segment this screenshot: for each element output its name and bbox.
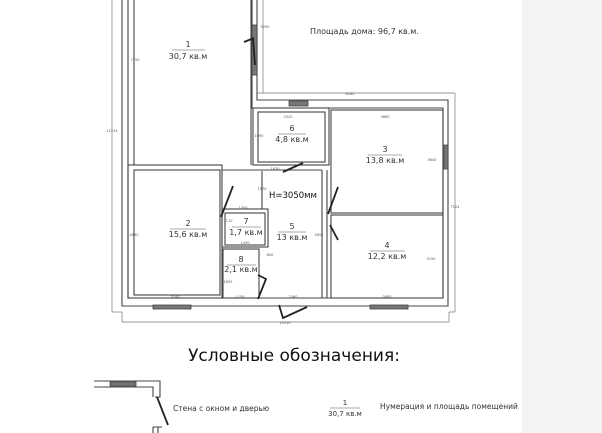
room-number: 7 [243,217,248,226]
door-entrance [278,304,308,320]
dimension-label: 3640 [428,158,437,162]
legend-title: Условные обозначения: [188,346,400,366]
dimension-labels: 12134 7150 5290 6160 2520 3880 1690 3640… [106,25,460,325]
dimension-label: 2360 [289,295,298,299]
room-3-label: 3 13,8 кв.м [366,145,404,165]
room-4-label: 4 12,2 кв.м [368,241,406,261]
dimension-label: 3880 [381,115,390,119]
room-area: 13 кв.м [277,233,308,242]
legend-wall-sample [94,380,169,433]
dimension-label: 1450 [241,241,250,245]
doors [220,37,339,320]
window-room4 [369,304,409,310]
room-area: 12,2 кв.м [368,252,406,261]
door-room2 [220,185,234,218]
dimension-label: 5290 [261,25,270,29]
dimension-label: 3150 [427,257,436,261]
dimension-label: 4650 [315,233,324,237]
dimension-label: 4650 [130,233,139,237]
dimension-label: 600 [267,253,274,257]
legend-numbering-sample: 1 30,7 кв.м [328,399,362,418]
room-number: 5 [289,222,294,231]
dimension-label: 1 [343,399,347,407]
room-number: 8 [238,255,243,264]
window-room6 [288,100,309,107]
dimension-label: 1570 [258,187,267,191]
room-area: 1,7 кв.м [229,228,262,237]
dimension-label: 12134 [106,129,118,133]
legend-wall-label: Стена с окном и дверью [173,404,269,413]
dimension-label: 5240 [171,295,180,299]
dimension-label: 30,7 кв.м [328,410,362,418]
room-number: 3 [382,145,387,154]
dimension-label: 1655 [224,280,233,284]
page-margin [522,0,602,433]
room-number: 1 [185,40,190,49]
room-area: 2,1 кв.м [224,265,257,274]
room-number: 4 [384,241,389,250]
dimension-label: 2520 [284,115,293,119]
dimension-lines [111,0,456,323]
door-room6 [282,162,304,173]
door-room3-4 [327,186,339,241]
dimension-label: 13310 [279,321,290,325]
dimension-label: 1670 [271,167,280,171]
room-1-label: 1 30,7 кв.м [169,40,207,61]
window-room3 [443,144,449,170]
room-number: 2 [185,219,190,228]
legend-numbering-label: Нумерация и площадь помещений [380,402,518,411]
room-7-label: 7 1,7 кв.м [229,217,262,237]
room-2-label: 2 15,6 кв.м [169,219,207,239]
walls [121,0,449,307]
house-area-label: Площадь дома: 96,7 кв.м. [310,27,419,36]
dimension-label: 3880 [383,295,392,299]
room-area: 13,8 кв.м [366,156,404,165]
windows [152,24,449,310]
dimension-label: 7150 [131,58,140,62]
dimension-label: 1110 [224,219,233,223]
room-8-label: 8 2,1 кв.м [224,255,257,274]
room-6-label: 6 4,8 кв.м [275,124,308,144]
room-area: 15,6 кв.м [169,230,207,239]
dimension-label: 1690 [255,134,264,138]
dimension-label: 7124 [451,205,461,209]
ceiling-height-label: H=3050мм [269,191,317,201]
dimension-label: 6160 [346,92,355,96]
door-room8 [257,274,268,300]
door-room1 [243,37,256,66]
dimension-label: 1150 [236,295,245,299]
room-area: 30,7 кв.м [169,52,207,61]
room-5-label: 5 13 кв.м [277,222,308,242]
room-area: 4,8 кв.м [275,135,308,144]
dimension-label: 1350 [239,206,248,210]
window-room2 [152,304,192,310]
room-number: 6 [289,124,294,133]
